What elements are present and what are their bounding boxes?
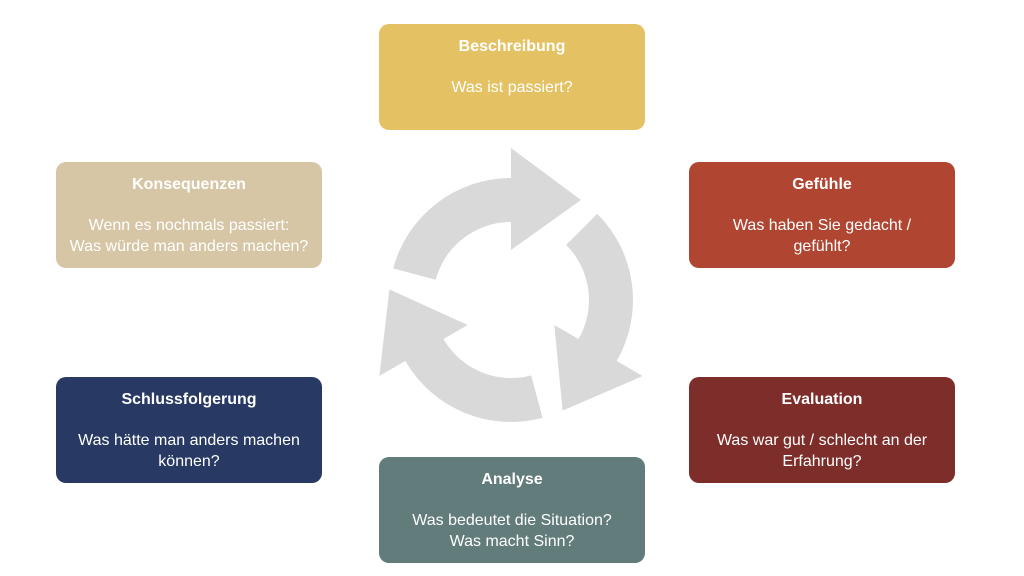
step-text: gefühlt? — [793, 238, 851, 255]
step-text: Was hätte man anders machen — [78, 432, 300, 449]
step-text: können? — [158, 453, 220, 470]
step-text: Was war gut / schlecht an der — [716, 432, 928, 449]
step-text: Was macht Sinn? — [449, 533, 575, 550]
step-title: Schlussfolgerung — [121, 391, 257, 408]
step-text: Was ist passiert? — [451, 79, 573, 96]
step-title: Beschreibung — [458, 38, 566, 55]
cycle-arrow-3 — [379, 289, 543, 422]
cycle-arrow-1 — [393, 148, 581, 280]
step-title: Evaluation — [781, 391, 863, 408]
step-gefuehle: Gefühle Was haben Sie gedacht / gefühlt? — [689, 162, 955, 268]
step-analyse: Analyse Was bedeutet die Situation? Was … — [379, 457, 645, 563]
step-title: Konsequenzen — [132, 176, 246, 193]
step-text: Was haben Sie gedacht / — [732, 217, 912, 234]
step-title: Analyse — [481, 471, 543, 488]
cycle-arrow-2 — [554, 213, 643, 411]
step-title: Gefühle — [792, 176, 852, 193]
step-beschreibung: Beschreibung Was ist passiert? — [379, 24, 645, 130]
step-evaluation: Evaluation Was war gut / schlecht an der… — [689, 377, 955, 483]
step-text: Erfahrung? — [782, 453, 862, 470]
step-text: Was würde man anders machen? — [69, 238, 309, 255]
step-schlussfolgerung: Schlussfolgerung Was hätte man anders ma… — [56, 377, 322, 483]
step-text: Wenn es nochmals passiert: — [88, 217, 290, 234]
step-text: Was bedeutet die Situation? — [412, 512, 612, 529]
step-konsequenzen: Konsequenzen Wenn es nochmals passiert: … — [56, 162, 322, 268]
